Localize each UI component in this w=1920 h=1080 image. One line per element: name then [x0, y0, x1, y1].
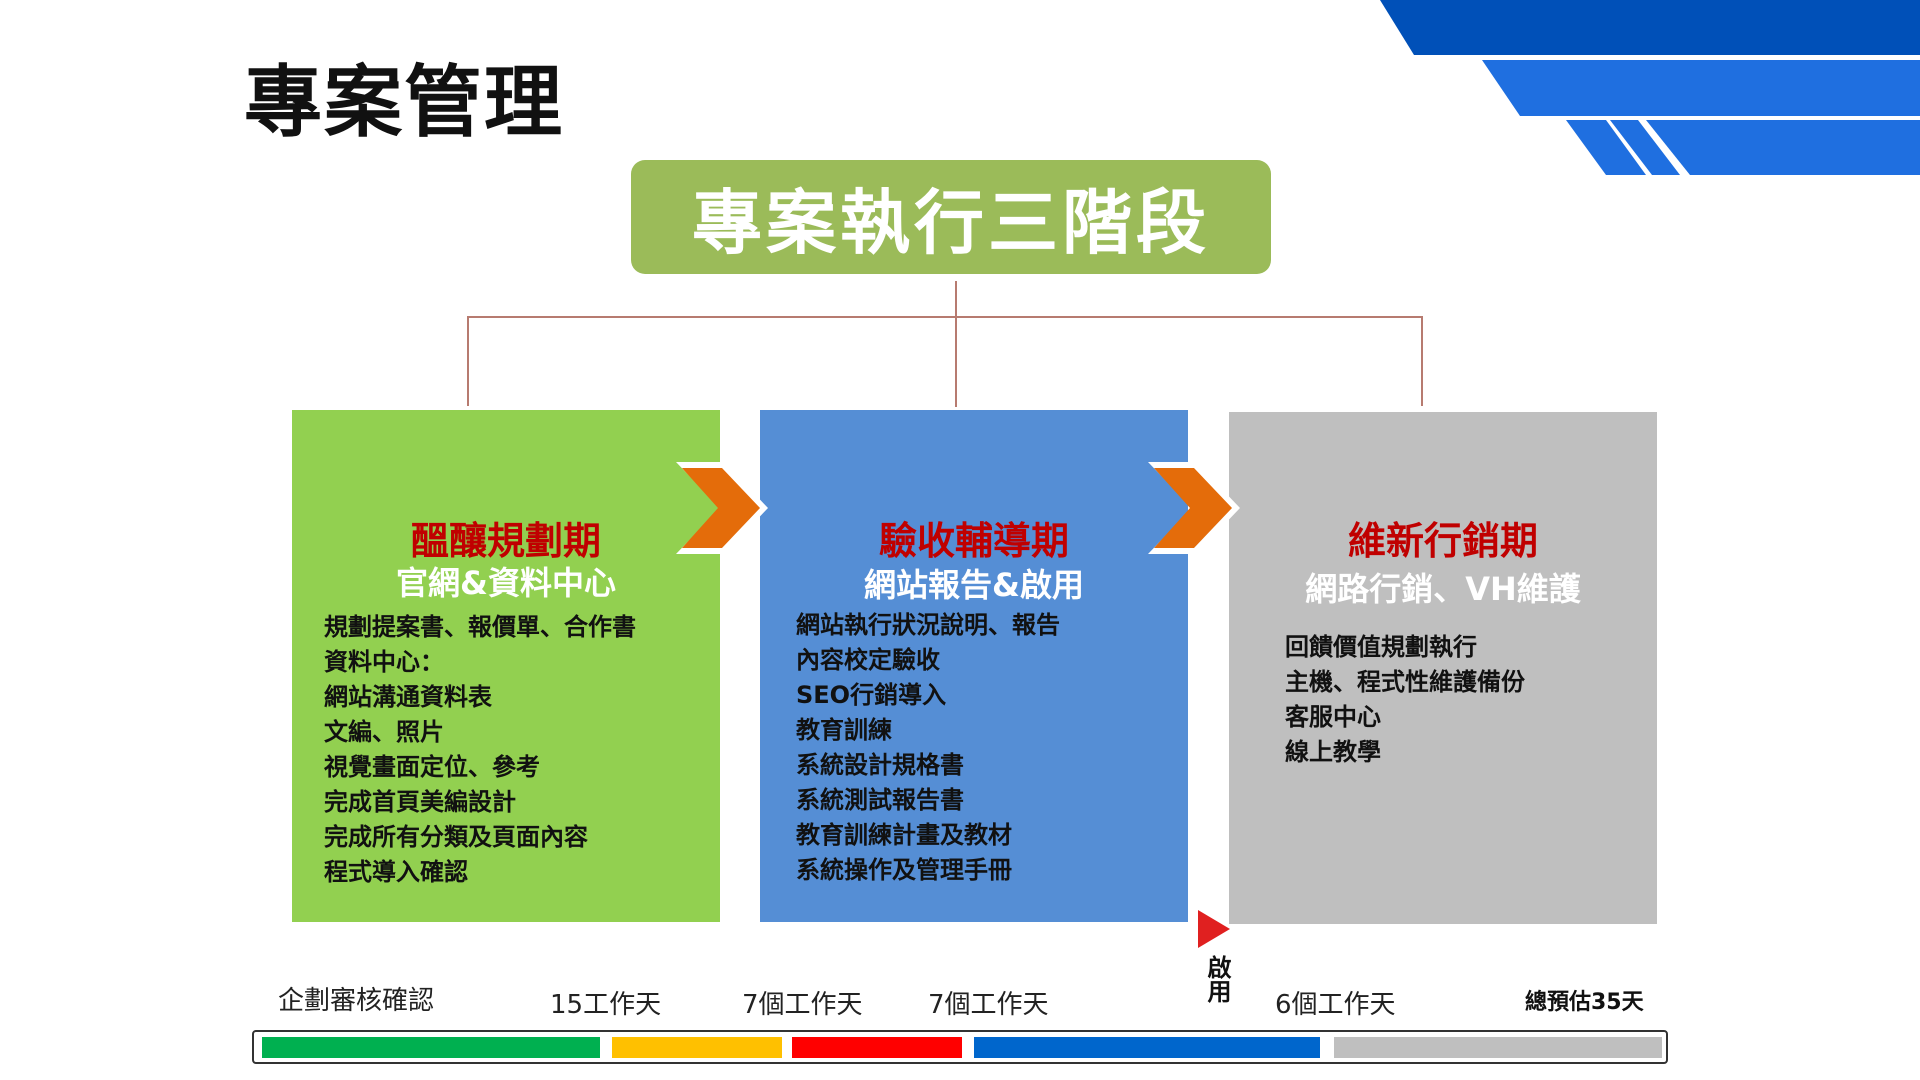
- phase-item-list: 回饋價值規劃執行 主機、程式性維護備份 客服中心 線上教學: [1285, 630, 1525, 770]
- timeline-segment-planning: [262, 1037, 600, 1058]
- phase-subtitle: 官網&資料中心: [396, 564, 616, 602]
- list-item: 網站溝通資料表: [324, 683, 492, 711]
- list-item: 系統操作及管理手冊: [796, 856, 1012, 884]
- decorative-stripes: [1380, 0, 1920, 175]
- list-item: SEO行銷導入: [796, 681, 947, 709]
- timeline-label-planning-review: 企劃審核確認: [278, 986, 435, 1016]
- list-item: 網站執行狀況說明、報告: [796, 611, 1060, 639]
- launch-flag-icon: [1198, 910, 1230, 948]
- phase-title: 驗收輔導期: [878, 519, 1069, 563]
- timeline-segment-15-days: [612, 1037, 782, 1058]
- launch-label: 啟用: [1203, 955, 1231, 1003]
- timeline-bar: [252, 1030, 1668, 1064]
- phase-box-marketing: 維新行銷期 網路行銷、VH維護 回饋價值規劃執行 主機、程式性維護備份 客服中心…: [1229, 412, 1657, 924]
- timeline-label-6-days: 6個工作天: [1275, 990, 1396, 1020]
- phase-title: 維新行銷期: [1347, 519, 1538, 563]
- phase-title: 醞釀規劃期: [410, 519, 601, 563]
- list-item: 完成首頁美編設計: [324, 788, 516, 816]
- list-item: 回饋價值規劃執行: [1285, 633, 1477, 661]
- phase-item-list: 網站執行狀況說明、報告 內容校定驗收 SEO行銷導入 教育訓練 系統設計規格書 …: [796, 608, 1060, 888]
- tree-left-drop-line: [467, 316, 469, 406]
- list-item: 資料中心：: [324, 648, 444, 676]
- list-item: 教育訓練: [796, 716, 892, 744]
- tree-branch-line: [467, 316, 1423, 318]
- tree-trunk-line: [955, 281, 957, 407]
- page-title: 專案管理: [244, 58, 565, 148]
- phase-box-planning: 醞釀規劃期 官網&資料中心 規劃提案書、報價單、合作書 資料中心： 網站溝通資料…: [292, 410, 720, 922]
- phase-subtitle: 網站報告&啟用: [864, 566, 1084, 604]
- list-item: 文編、照片: [324, 718, 444, 746]
- list-item: 規劃提案書、報價單、合作書: [324, 613, 636, 641]
- timeline-label-15-days: 15工作天: [550, 990, 662, 1020]
- list-item: 程式導入確認: [324, 858, 468, 886]
- chevron-right-icon: [676, 462, 768, 554]
- phase-box-acceptance: 驗收輔導期 網站報告&啟用 網站執行狀況說明、報告 內容校定驗收 SEO行銷導入…: [760, 410, 1188, 922]
- timeline-total-label: 總預估35天: [1525, 990, 1644, 1015]
- tree-right-drop-line: [1421, 316, 1423, 406]
- phase-subtitle: 網路行銷、VH維護: [1305, 570, 1581, 608]
- list-item: 主機、程式性維護備份: [1285, 668, 1525, 696]
- main-stage-box: 專案執行三階段: [631, 160, 1271, 274]
- timeline-label-7-days-b: 7個工作天: [928, 990, 1049, 1020]
- list-item: 內容校定驗收: [796, 646, 940, 674]
- phase-item-list: 規劃提案書、報價單、合作書 資料中心： 網站溝通資料表 文編、照片 視覺畫面定位…: [324, 610, 636, 890]
- timeline-segment-6-days: [1334, 1037, 1662, 1058]
- list-item: 教育訓練計畫及教材: [796, 821, 1012, 849]
- timeline-segment-7-days-a: [792, 1037, 962, 1058]
- chevron-right-icon: [1148, 462, 1240, 554]
- list-item: 客服中心: [1285, 703, 1381, 731]
- list-item: 完成所有分類及頁面內容: [324, 823, 588, 851]
- list-item: 系統測試報告書: [796, 786, 964, 814]
- list-item: 線上教學: [1285, 738, 1381, 766]
- list-item: 系統設計規格書: [796, 751, 964, 779]
- timeline-segment-7-days-b: [974, 1037, 1320, 1058]
- timeline-label-7-days-a: 7個工作天: [742, 990, 863, 1020]
- list-item: 視覺畫面定位、參考: [324, 753, 540, 781]
